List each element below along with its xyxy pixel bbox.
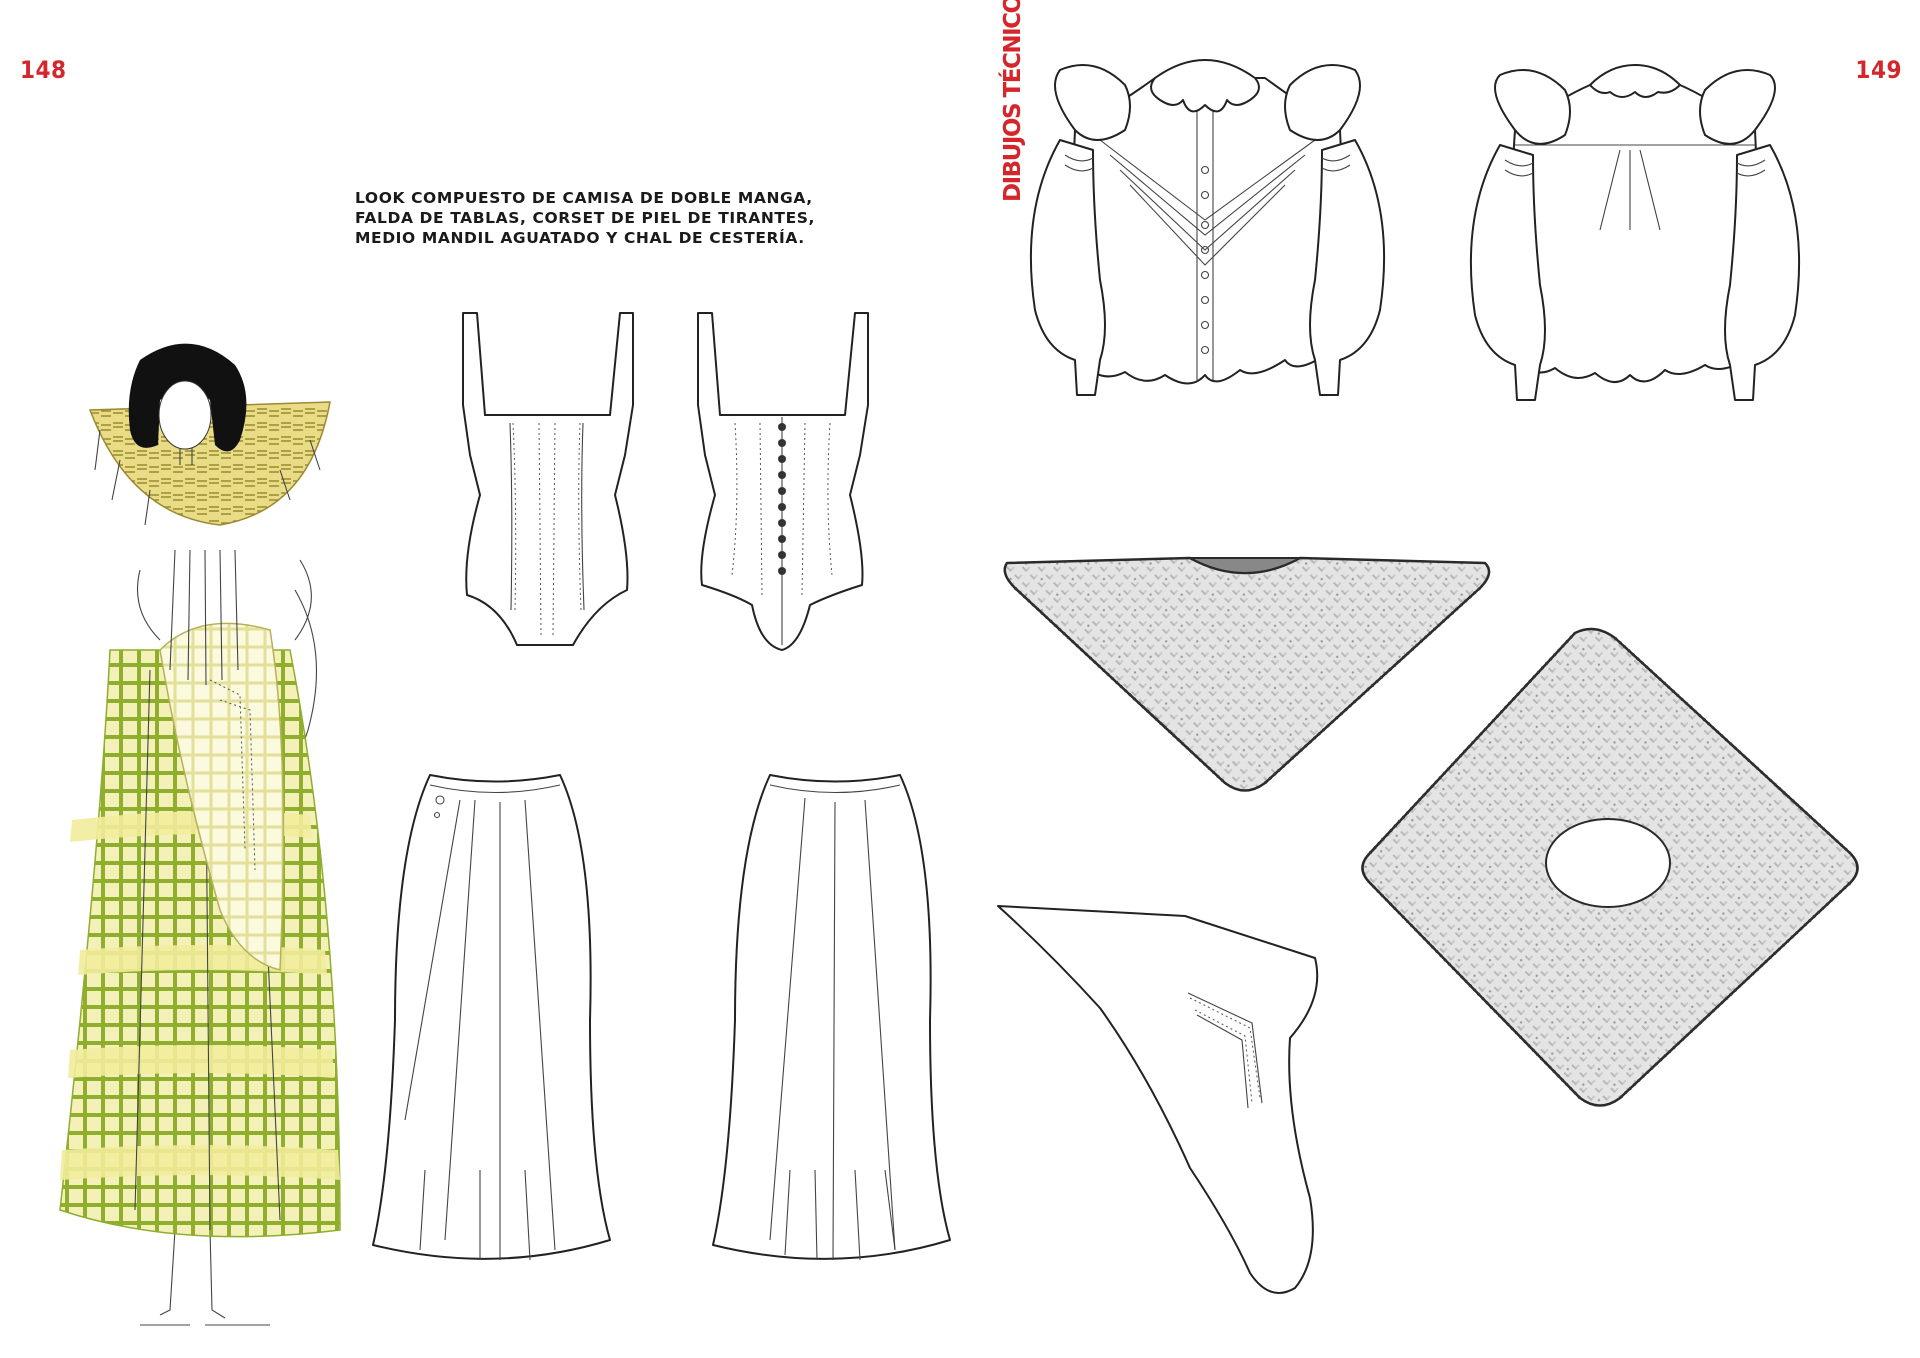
- shirt-front-drawing: [1029, 59, 1386, 396]
- corset-back-drawing: [697, 312, 869, 651]
- page-number-right: 149: [1855, 56, 1902, 84]
- look-description: LOOK COMPUESTO DE CAMISA DE DOBLE MANGA,…: [355, 189, 816, 247]
- shawl-square-drawing: [1361, 627, 1859, 1107]
- corset-front-drawing: [462, 312, 634, 646]
- fashion-illustration: [59, 343, 341, 1326]
- page-number-left: 148: [20, 56, 67, 84]
- head-drawing: [128, 343, 247, 465]
- skirt-front-drawing: [372, 774, 611, 1261]
- shirt-back-drawing: [1469, 64, 1801, 401]
- bodice-drawing: [136, 549, 312, 686]
- shawl-drawing: [159, 622, 285, 971]
- figure-legs: [140, 1229, 270, 1326]
- apron-drawing: [997, 905, 1319, 1294]
- shawl-triangle-drawing: [1003, 556, 1491, 792]
- corset-back-buttons: [778, 423, 786, 575]
- shirt-front-buttons: [1200, 165, 1210, 355]
- skirt-back-drawing: [712, 774, 951, 1261]
